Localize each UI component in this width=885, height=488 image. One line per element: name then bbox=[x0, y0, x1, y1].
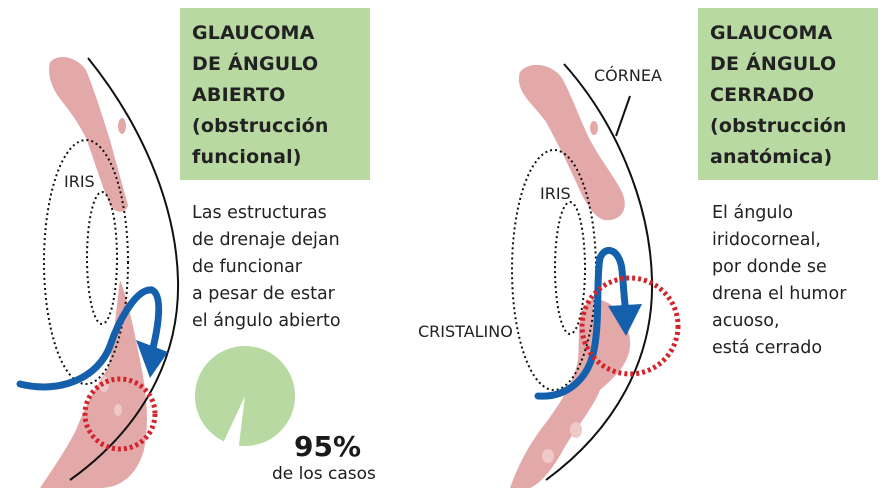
aqueous-flow-arrow bbox=[16, 286, 163, 391]
cornea-pointer bbox=[615, 95, 631, 137]
description-line: El ángulo bbox=[712, 203, 794, 223]
description-line: de funcionar bbox=[192, 257, 302, 277]
cornea-label: CÓRNEA bbox=[594, 66, 662, 85]
description-line: drena el humor bbox=[712, 284, 847, 304]
pie-slice bbox=[194, 346, 295, 447]
title-line: CERRADO bbox=[710, 84, 815, 106]
title-line: (obstrucción bbox=[710, 115, 847, 137]
open-angle-eye bbox=[16, 56, 180, 488]
closed-angle-title-box: GLAUCOMA DE ÁNGULO CERRADO (obstrucción … bbox=[698, 8, 878, 180]
iris-tissue-upper bbox=[518, 64, 625, 221]
tissue-spot bbox=[114, 404, 122, 416]
closed-angle-eye bbox=[510, 63, 681, 488]
tissue-spot bbox=[570, 422, 582, 438]
description-line: el ángulo abierto bbox=[192, 311, 341, 331]
title-line: ABIERTO bbox=[192, 84, 286, 106]
title-line: DE ÁNGULO bbox=[710, 53, 837, 75]
description-line: está cerrado bbox=[712, 338, 823, 358]
tissue-spot bbox=[542, 449, 554, 463]
iris-tissue-upper bbox=[49, 56, 128, 212]
tissue-spot bbox=[118, 118, 126, 134]
drainage-blockage-circle bbox=[579, 275, 681, 377]
stat-pie-chart bbox=[194, 346, 295, 447]
lens-label: CRISTALINO bbox=[418, 322, 513, 341]
stat-value: 95% bbox=[294, 430, 362, 463]
aqueous-flow-arrow bbox=[534, 246, 630, 400]
description-line: a pesar de estar bbox=[192, 284, 335, 304]
lens-outline bbox=[43, 139, 129, 385]
cornea-line bbox=[69, 57, 180, 481]
iris-label: IRIS bbox=[540, 184, 571, 203]
open-angle-description: Las estructuras de drenaje dejan de func… bbox=[192, 200, 341, 335]
title-line: DE ÁNGULO bbox=[192, 53, 319, 75]
drainage-blockage-circle bbox=[82, 376, 158, 452]
title-line: funcional) bbox=[192, 146, 302, 168]
iris-tissue-lower bbox=[510, 299, 631, 488]
description-line: de drenaje dejan bbox=[192, 230, 340, 250]
title-line: GLAUCOMA bbox=[710, 22, 833, 44]
title-line: (obstrucción bbox=[192, 115, 329, 137]
lens-inner-outline bbox=[86, 191, 118, 325]
arrow-head bbox=[608, 304, 642, 336]
description-line: Las estructuras bbox=[192, 203, 327, 223]
iris-label: IRIS bbox=[64, 172, 95, 191]
title-line: GLAUCOMA bbox=[192, 22, 315, 44]
closed-angle-description: El ángulo iridocorneal, por donde se dre… bbox=[712, 200, 846, 362]
stat-caption: de los casos bbox=[272, 464, 376, 484]
lens-inner-outline bbox=[554, 201, 586, 335]
cornea-line bbox=[545, 63, 654, 481]
description-line: acuoso, bbox=[712, 311, 780, 331]
arrow-head bbox=[136, 340, 168, 378]
title-line: anatómica) bbox=[710, 146, 833, 168]
description-line: iridocorneal, bbox=[712, 230, 821, 250]
open-angle-title-box: GLAUCOMA DE ÁNGULO ABIERTO (obstrucción … bbox=[180, 8, 370, 180]
tissue-spot bbox=[590, 121, 598, 135]
description-line: por donde se bbox=[712, 257, 827, 277]
